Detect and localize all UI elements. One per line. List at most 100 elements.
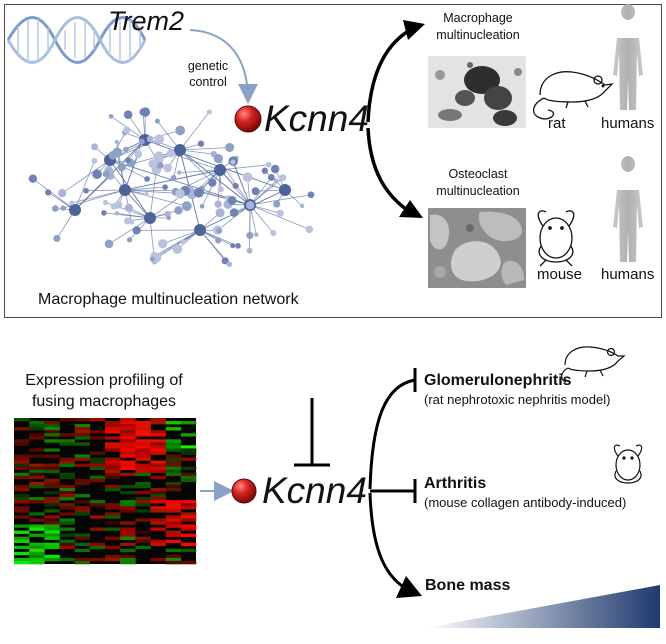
heatmap-cell <box>14 536 30 540</box>
heatmap-cell <box>150 506 166 510</box>
heatmap-cell <box>105 472 121 477</box>
heatmap-cell <box>29 421 45 425</box>
heatmap-cell <box>180 445 197 449</box>
heatmap-cell <box>165 439 182 443</box>
heatmap-cell <box>59 533 75 537</box>
network-node <box>214 164 226 176</box>
heatmap-cell <box>29 454 45 458</box>
network-edge <box>32 178 76 211</box>
heatmap-cell <box>14 524 30 528</box>
heatmap-cell <box>44 448 60 452</box>
network-node <box>225 142 235 153</box>
heatmap-cell <box>105 527 121 531</box>
heatmap-cell <box>105 515 121 519</box>
network-node <box>180 239 186 245</box>
heatmap-cell <box>29 512 45 516</box>
heatmap-cell <box>120 424 136 428</box>
network-node <box>172 244 183 254</box>
heatmap-cell <box>180 515 197 519</box>
heatmap-cell <box>29 481 45 486</box>
heatmap-cell <box>89 542 106 547</box>
heatmap-cell <box>165 487 182 492</box>
heatmap-cell <box>29 484 45 489</box>
network-node <box>215 208 225 218</box>
heatmap-cell <box>44 424 60 428</box>
heatmap-cell <box>135 469 151 474</box>
heatmap-cell <box>120 460 136 464</box>
heatmap-cell <box>105 506 121 510</box>
heatmap-cell <box>59 545 75 550</box>
heatmap-cell <box>180 506 197 510</box>
heatmap-cell <box>105 463 121 467</box>
network-edge <box>124 189 187 207</box>
heatmap-cell <box>165 524 182 528</box>
network-node <box>229 208 239 217</box>
heatmap-cell <box>165 503 182 507</box>
heatmap-cell <box>29 557 45 562</box>
network-edge <box>249 194 312 206</box>
network-node <box>279 174 287 182</box>
heatmap-cell <box>59 539 75 544</box>
heatmap-cell <box>59 506 75 510</box>
heatmap-cell <box>14 454 30 458</box>
network-node <box>28 174 38 183</box>
heatmap-cell <box>135 427 151 431</box>
heatmap-cell <box>150 433 166 437</box>
network-edge <box>179 149 213 183</box>
heatmap-cell <box>150 500 166 504</box>
heatmap-cell <box>120 533 136 537</box>
heatmap-cell <box>105 442 121 446</box>
heatmap-cell <box>135 491 151 495</box>
heatmap-cell <box>135 466 151 471</box>
heatmap-cell <box>44 500 60 504</box>
network-node <box>230 159 236 165</box>
network-node <box>102 199 109 205</box>
heatmap-cell <box>74 427 91 431</box>
network-node <box>102 170 110 178</box>
species-label-humans: humans <box>601 266 655 283</box>
heatmap-cell <box>180 512 197 516</box>
heatmap-cell <box>150 421 166 425</box>
network-node <box>110 202 118 210</box>
network-node <box>273 200 281 208</box>
heatmap-cell <box>120 445 136 449</box>
heatmap-cell <box>105 457 121 461</box>
heatmap-cell <box>120 557 136 562</box>
heatmap-cell <box>165 457 182 461</box>
heatmap-cell <box>150 442 166 446</box>
heatmap-cell <box>165 460 182 464</box>
heatmap-cell <box>44 463 60 467</box>
network-node <box>175 188 185 199</box>
heatmap-cell <box>165 506 182 510</box>
rat-icon <box>533 71 614 120</box>
heatmap-cell <box>59 518 75 522</box>
heatmap-cell <box>44 421 60 425</box>
kcnn4-label-bottom: Kcnn4 <box>262 470 367 511</box>
heatmap-cell <box>29 469 45 474</box>
heatmap-cell <box>120 418 136 422</box>
heatmap-cell <box>135 439 151 443</box>
heatmap-cell <box>135 421 151 425</box>
heatmap-cell <box>29 560 45 565</box>
heatmap-cell <box>74 560 91 565</box>
heatmap-cell <box>29 548 45 553</box>
heatmap-cell <box>44 509 60 513</box>
network-node <box>124 217 132 225</box>
network-node <box>273 178 279 184</box>
heatmap-cell <box>29 424 45 428</box>
heatmap-cell <box>44 469 60 474</box>
heatmap-cell <box>44 430 60 434</box>
heatmap-cell <box>14 472 30 477</box>
network-edge <box>103 212 151 219</box>
heatmap-cell <box>74 436 91 440</box>
heatmap-cell <box>120 442 136 446</box>
heatmap-cell <box>135 457 151 461</box>
heatmap-cell <box>180 448 197 452</box>
heatmap-cell <box>14 466 30 471</box>
heatmap-cell <box>59 418 75 422</box>
network-edge <box>124 186 166 191</box>
network-node <box>181 201 192 211</box>
heatmap-cell <box>165 533 182 537</box>
heatmap-cell <box>44 554 60 559</box>
heatmap-cell <box>105 512 121 516</box>
